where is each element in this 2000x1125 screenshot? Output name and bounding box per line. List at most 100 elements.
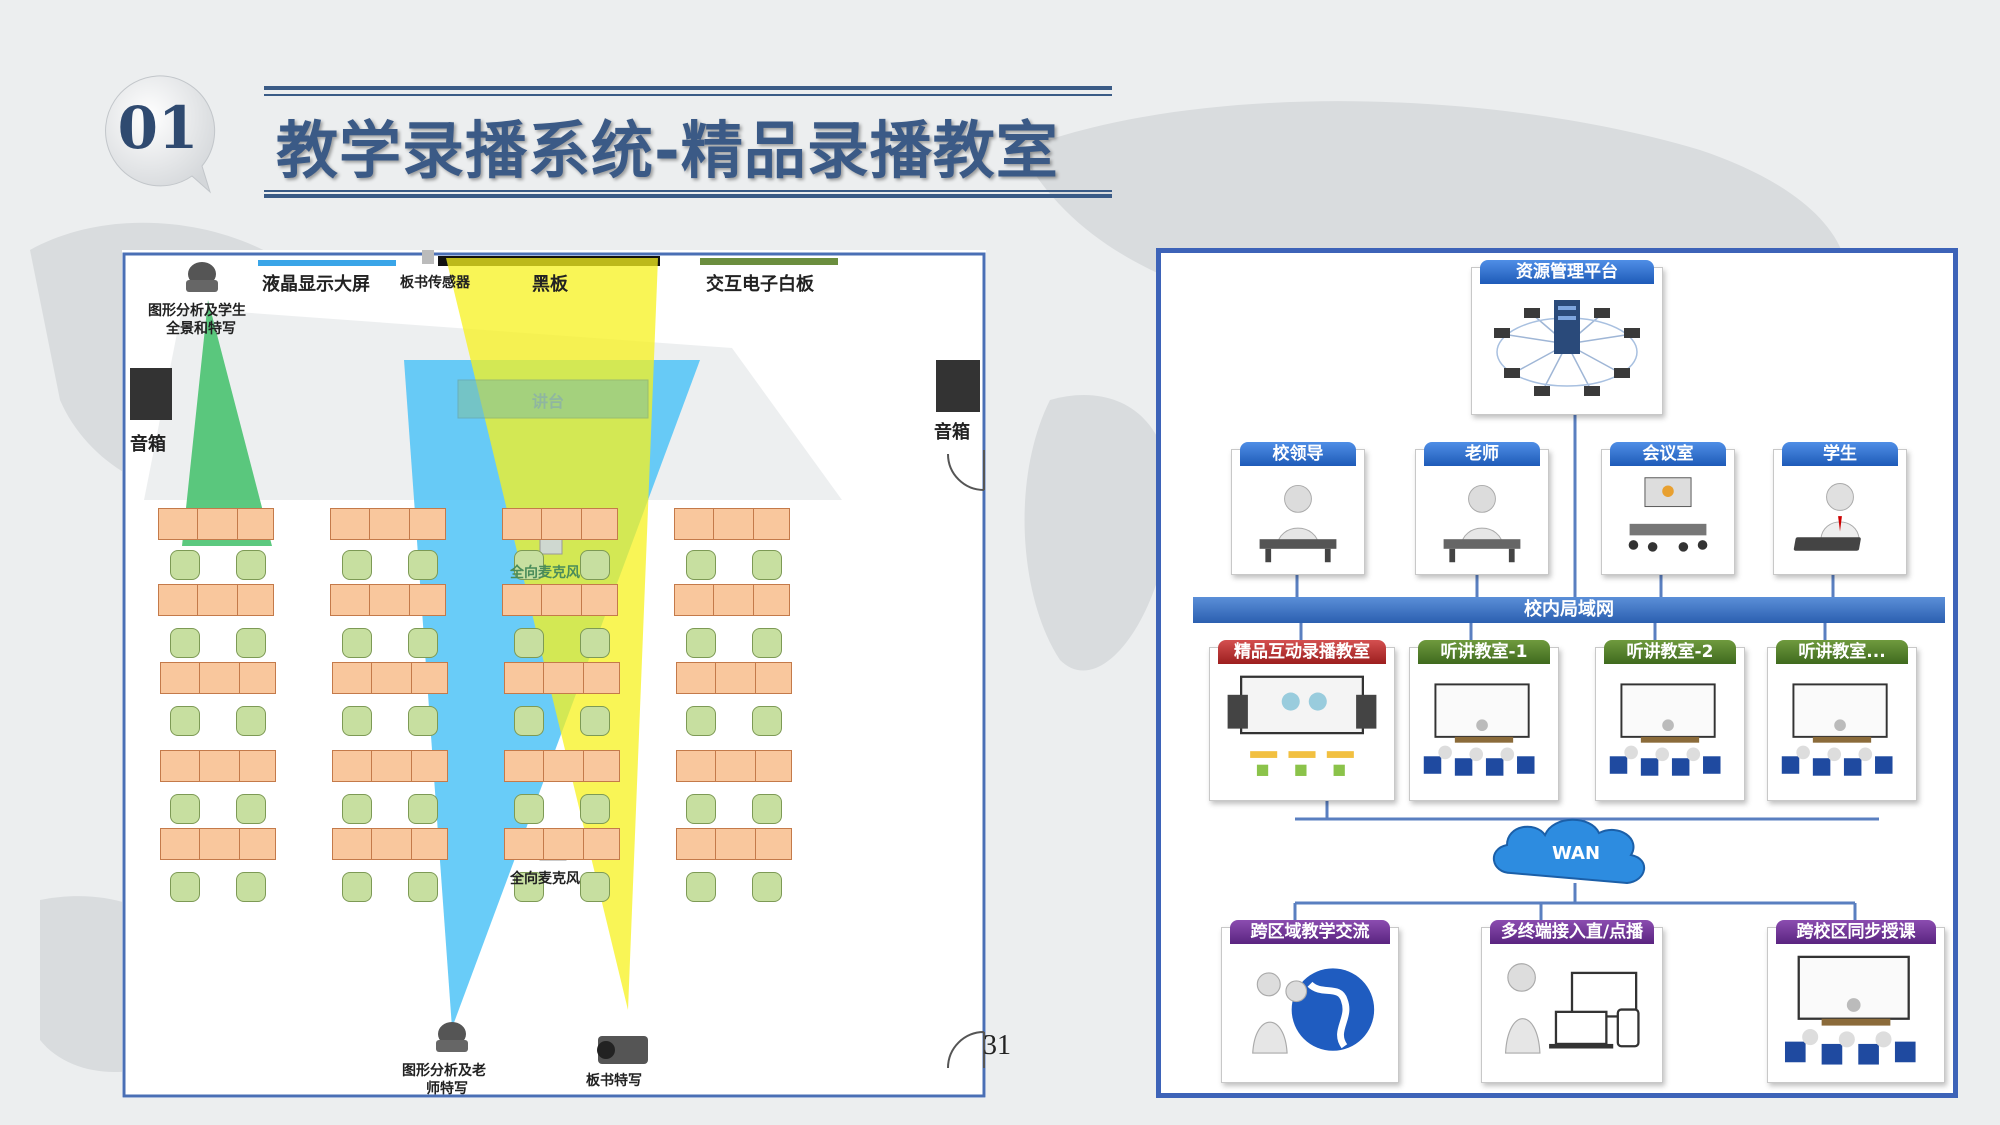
student-chair (752, 706, 782, 736)
title-top-rule (264, 86, 1112, 90)
student-chair (408, 872, 438, 902)
student-chair (514, 628, 544, 658)
page-title: 教学录播系统-精品录播教室 (276, 114, 1059, 187)
student-desk (160, 662, 276, 694)
student-chair (236, 794, 266, 824)
bottom-camera-label-1: 图形分析及老 (402, 1063, 486, 1079)
student-chair (170, 706, 200, 736)
student-desk (676, 662, 792, 694)
top-camera-label-2: 全景和特写 (166, 321, 236, 337)
board-camera-label: 板书特写 (586, 1073, 642, 1089)
student-desk (158, 584, 274, 616)
student-chair (408, 706, 438, 736)
student-desk (332, 662, 448, 694)
lecture-room-2-node-header: 听讲教室-2 (1604, 640, 1736, 664)
top-camera-label-1: 图形分析及学生 (148, 303, 246, 319)
title-bottom-rule-thin (264, 190, 1112, 192)
meeting-room-illustration-icon (1608, 472, 1728, 568)
cross-region-exchange-node-header: 跨区域教学交流 (1230, 920, 1390, 944)
student-chair (342, 872, 372, 902)
lecture-room-more-node-header: 听讲教室... (1776, 640, 1908, 664)
student-desk (160, 828, 276, 860)
student-desk (502, 584, 618, 616)
meeting-room-node: 会议室 (1601, 442, 1735, 575)
student-chair (514, 872, 544, 902)
title-bottom-rule (264, 194, 1112, 198)
classroom-floor-plan: 液晶显示大屏 板书传感器 黑板 交互电子白板 图形分析及学生 全景和特写 音箱 … (122, 250, 986, 1098)
page-number: 31 (983, 1030, 1011, 1061)
student-chair (342, 794, 372, 824)
podium-label: 讲台 (532, 392, 565, 411)
network-topology-diagram: 资源管理平台 校领导 老师 会议室 学生 校内局域网 精品互动录播教室听讲教室-1 听讲… (1156, 248, 1958, 1098)
title-block: 教学录播系统-精品录播教室 (264, 86, 1112, 198)
teacher-illustration-icon (1422, 472, 1542, 568)
lecture-room-more-node: 听讲教室... (1767, 640, 1917, 801)
mic-2-label: 全向麦克风 (510, 871, 580, 887)
student-chair (686, 872, 716, 902)
student-chair (408, 550, 438, 580)
title-top-rule-thin (264, 94, 1112, 96)
mic-1-label: 全向麦克风 (510, 565, 580, 581)
student-node-header: 学生 (1782, 442, 1898, 466)
student-desk (158, 508, 274, 540)
lecture-room-1-node: 听讲教室-1 (1409, 640, 1559, 801)
student-chair (752, 628, 782, 658)
student-chair (514, 550, 544, 580)
student-desk (332, 828, 448, 860)
lecture-room-1-node-header: 听讲教室-1 (1418, 640, 1550, 664)
section-badge (105, 75, 216, 194)
student-desk (332, 750, 448, 782)
student-desk (676, 750, 792, 782)
student-desk (502, 508, 618, 540)
student-desk (504, 662, 620, 694)
teacher-node: 老师 (1415, 442, 1549, 575)
student-chair (408, 794, 438, 824)
lcd-label: 液晶显示大屏 (262, 274, 370, 295)
whiteboard-label: 交互电子白板 (706, 274, 814, 295)
student-chair (408, 628, 438, 658)
right-speaker-label: 音箱 (934, 422, 970, 443)
resource-platform-node: 资源管理平台 (1471, 260, 1663, 415)
meeting-room-node-header: 会议室 (1610, 442, 1726, 466)
student-chair (752, 872, 782, 902)
student-chair (686, 794, 716, 824)
multi-terminal-live-illustration-icon (1488, 950, 1656, 1076)
lecture-room-1-illustration-icon (1416, 670, 1552, 794)
leader-illustration-icon (1238, 472, 1358, 568)
student-chair (686, 706, 716, 736)
teacher-node-header: 老师 (1424, 442, 1540, 466)
cross-region-exchange-node: 跨区域教学交流 (1221, 920, 1399, 1083)
leader-node-header: 校领导 (1240, 442, 1356, 466)
student-chair (580, 794, 610, 824)
board-sensor-label: 板书传感器 (400, 275, 470, 291)
student-chair (236, 550, 266, 580)
student-chair (170, 872, 200, 902)
student-chair (752, 550, 782, 580)
left-speaker-label: 音箱 (130, 434, 166, 455)
featured-classroom-illustration-icon (1216, 670, 1388, 794)
wan-label: WAN (1551, 843, 1601, 864)
student-chair (686, 628, 716, 658)
student-chair (580, 872, 610, 902)
lecture-room-2-node: 听讲教室-2 (1595, 640, 1745, 801)
student-chair (580, 628, 610, 658)
resource-platform-header: 资源管理平台 (1480, 260, 1654, 284)
student-chair (170, 550, 200, 580)
campus-lan-bar: 校内局域网 (1193, 597, 1945, 623)
student-chair (342, 550, 372, 580)
featured-classroom-node: 精品互动录播教室 (1209, 640, 1395, 801)
student-chair (580, 706, 610, 736)
student-desk (504, 828, 620, 860)
student-chair (752, 794, 782, 824)
cross-region-exchange-illustration-icon (1228, 950, 1392, 1076)
lecture-room-2-illustration-icon (1602, 670, 1738, 794)
server-hub-icon (1494, 300, 1640, 396)
cross-campus-sync-node-header: 跨校区同步授课 (1776, 920, 1936, 944)
student-desk (330, 584, 446, 616)
multi-terminal-live-node: 多终端接入直/点播 (1481, 920, 1663, 1083)
seating-area (122, 250, 986, 1098)
student-desk (676, 828, 792, 860)
student-chair (170, 794, 200, 824)
student-chair (514, 706, 544, 736)
student-chair (170, 628, 200, 658)
